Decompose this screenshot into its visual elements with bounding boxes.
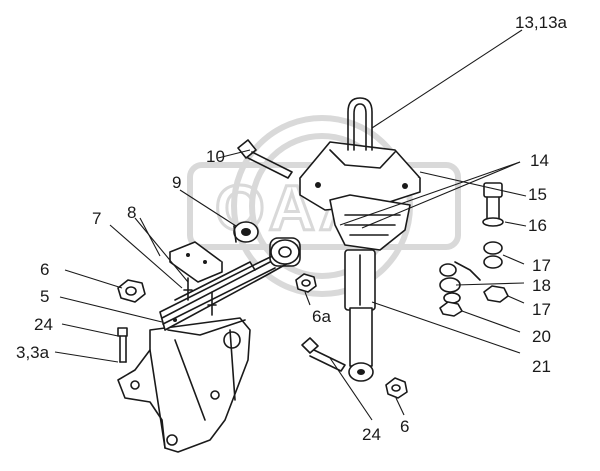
bracket-part (117, 317, 251, 453)
leader-lines (54, 29, 527, 421)
label-7: 7 (92, 209, 101, 228)
u-bolt (347, 97, 373, 151)
nut-left (117, 279, 146, 303)
label-10: 10 (206, 147, 225, 166)
label-20: 20 (532, 327, 551, 346)
nut-17-lower (483, 285, 509, 303)
label-8: 8 (127, 203, 136, 222)
label-15: 15 (528, 185, 547, 204)
label-3-3a: 3,3а (16, 343, 50, 362)
label-16: 16 (528, 216, 547, 235)
shock-absorber (344, 249, 376, 382)
label-24-left: 24 (34, 315, 53, 334)
bolt-lower (301, 337, 346, 372)
label-6a: 6а (312, 307, 331, 326)
label-21: 21 (532, 357, 551, 376)
upper-bracket (299, 141, 421, 251)
nut-6-lower (385, 377, 408, 399)
pad-part (169, 241, 223, 283)
label-6-left: 6 (40, 260, 49, 279)
label-17-upper: 17 (532, 256, 551, 275)
nut-20 (439, 301, 463, 317)
label-24-lower: 24 (362, 425, 381, 444)
label-5: 5 (40, 287, 49, 306)
washer-16 (482, 217, 504, 227)
bolt-left (117, 327, 128, 363)
label-14: 14 (530, 151, 549, 170)
label-6-lower: 6 (400, 417, 409, 436)
label-13-13a: 13,13а (515, 13, 568, 32)
label-9: 9 (172, 173, 181, 192)
bolt-10 (237, 139, 293, 179)
nut-17-upper (483, 241, 503, 269)
label-17-lower: 17 (532, 300, 551, 319)
bushing-18 (439, 261, 481, 304)
label-18: 18 (532, 276, 551, 295)
spring-eye-bushing (233, 221, 301, 267)
nut-6a (295, 273, 317, 293)
